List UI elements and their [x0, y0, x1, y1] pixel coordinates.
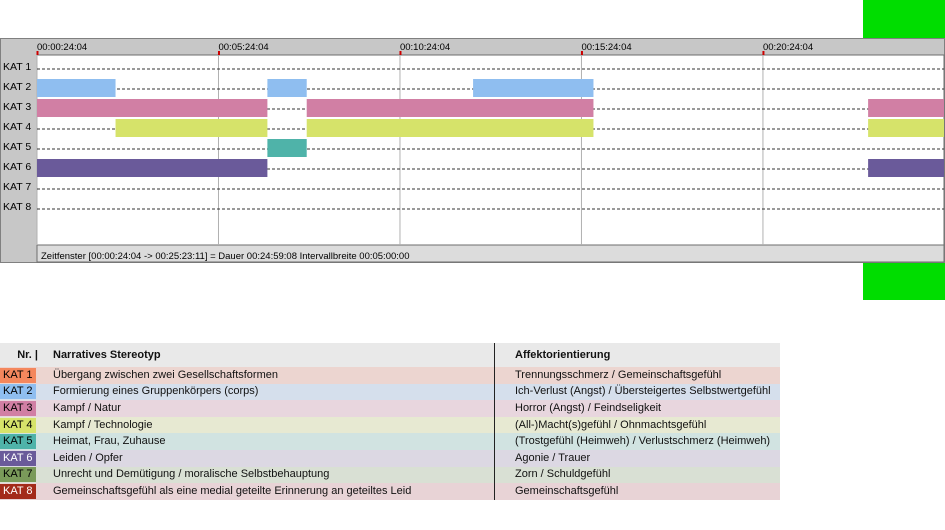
- row-label-4: KAT 5: [3, 141, 31, 153]
- green-marker-top: [863, 0, 945, 38]
- segment-3: [37, 99, 268, 117]
- row-label-6: KAT 7: [3, 181, 31, 193]
- affekt-text: Trennungsschmerz / Gemeinschaftsgefühl: [494, 367, 780, 384]
- kat-badge: KAT 7: [0, 466, 43, 484]
- x-tick-label-4: 00:20:24:04: [763, 42, 813, 53]
- legend-row: KAT 5 Heimat, Frau, Zuhause (Trostgefühl (…: [0, 433, 780, 450]
- legend-row: KAT 8 Gemeinschaftsgefühl als eine medial…: [0, 483, 780, 500]
- segment-7: [306, 119, 594, 137]
- header-nr: Nr. |: [17, 348, 38, 361]
- legend-row: KAT 1 Übergang zwischen zwei Gesellschaft…: [0, 367, 780, 384]
- stereotyp-text: Gemeinschaftsgefühl als eine medial gete…: [53, 483, 473, 500]
- affekt-text: (Trostgefühl (Heimweh) / Verlustschmerz …: [494, 433, 780, 450]
- segment-8: [868, 119, 944, 137]
- row-label-3: KAT 4: [3, 121, 31, 133]
- stereotyp-text: Leiden / Opfer: [53, 449, 473, 467]
- stereotyp-text: Kampf / Natur: [53, 400, 473, 417]
- affekt-text: Gemeinschaftsgefühl: [494, 483, 780, 500]
- segment-9: [267, 139, 307, 157]
- legend-row: KAT 6 Leiden / Opfer Agonie / Trauer: [0, 449, 780, 467]
- header-affekt: Affektorientierung: [515, 348, 611, 361]
- affekt-text: Agonie / Trauer: [494, 449, 780, 467]
- row-label-0: KAT 1: [3, 61, 31, 73]
- segment-4: [306, 99, 594, 117]
- row-label-1: KAT 2: [3, 81, 31, 93]
- legend-row: KAT 7 Unrecht und Demütigung / moralische…: [0, 466, 780, 484]
- header-stereotyp: Narratives Stereotyp: [53, 348, 161, 361]
- kat-badge: KAT 2: [0, 383, 43, 401]
- segment-1: [267, 79, 307, 97]
- tick-mark-4: [762, 51, 765, 55]
- legend-row: KAT 4 Kampf / Technologie (All-)Macht(s)ge…: [0, 416, 780, 434]
- timeline-chart: 00:00:24:04 00:05:24:04 00:10:24:04 00:15:2…: [0, 38, 945, 263]
- tick-mark-0: [36, 51, 39, 55]
- stereotyp-text: Unrecht und Demütigung / moralische Selb…: [53, 466, 473, 484]
- x-tick-label-1: 00:05:24:04: [218, 42, 268, 53]
- kat-badge: KAT 1: [0, 367, 43, 384]
- tick-mark-2: [399, 51, 402, 55]
- x-tick-label-2: 00:10:24:04: [400, 42, 450, 53]
- kat-badge: KAT 8: [0, 483, 43, 500]
- legend-row: KAT 3 Kampf / Natur Horror (Angst) / Feind…: [0, 400, 780, 417]
- status-text: Zeitfenster [00:00:24:04 -> 00:25:23:11]…: [41, 251, 409, 262]
- row-label-5: KAT 6: [3, 161, 31, 173]
- row-label-7: KAT 8: [3, 201, 31, 213]
- x-tick-label-0: 00:00:24:04: [37, 42, 87, 53]
- green-marker-bottom: [863, 263, 945, 300]
- affekt-text: Horror (Angst) / Feindseligkeit: [494, 400, 780, 417]
- legend-row: KAT 2 Formierung eines Gruppenkörpers (co…: [0, 383, 780, 401]
- segment-0: [37, 79, 116, 97]
- stereotyp-text: Übergang zwischen zwei Gesellschaftsform…: [53, 367, 473, 384]
- stereotyp-text: Heimat, Frau, Zuhause: [53, 433, 473, 450]
- kat-badge: KAT 6: [0, 449, 43, 467]
- kat-badge: KAT 4: [0, 416, 43, 434]
- affekt-text: Zorn / Schuldgefühl: [494, 466, 780, 484]
- stereotyp-text: Formierung eines Gruppenkörpers (corps): [53, 383, 473, 401]
- segment-10: [37, 159, 268, 177]
- affekt-text: (All-)Macht(s)gefühl / Ohnmachtsgefühl: [494, 416, 780, 434]
- segment-5: [868, 99, 944, 117]
- stereotyp-text: Kampf / Technologie: [53, 416, 473, 434]
- kat-badge: KAT 3: [0, 400, 43, 417]
- segment-6: [115, 119, 268, 137]
- legend-table: Nr. | Narratives Stereotyp Affektorienti…: [0, 343, 780, 500]
- kat-badge: KAT 5: [0, 433, 43, 450]
- segment-2: [473, 79, 594, 97]
- status-bar: [36, 244, 945, 263]
- affekt-text: Ich-Verlust (Angst) / Übersteigertes Sel…: [494, 383, 780, 401]
- x-tick-label-3: 00:15:24:04: [581, 42, 631, 53]
- legend-body: KAT 1 Übergang zwischen zwei Gesellschaft…: [0, 367, 780, 500]
- legend-header-row: Nr. | Narratives Stereotyp Affektorienti…: [0, 343, 780, 367]
- tick-mark-3: [580, 51, 583, 55]
- segment-11: [868, 159, 944, 177]
- tick-mark-1: [217, 51, 220, 55]
- row-label-2: KAT 3: [3, 101, 31, 113]
